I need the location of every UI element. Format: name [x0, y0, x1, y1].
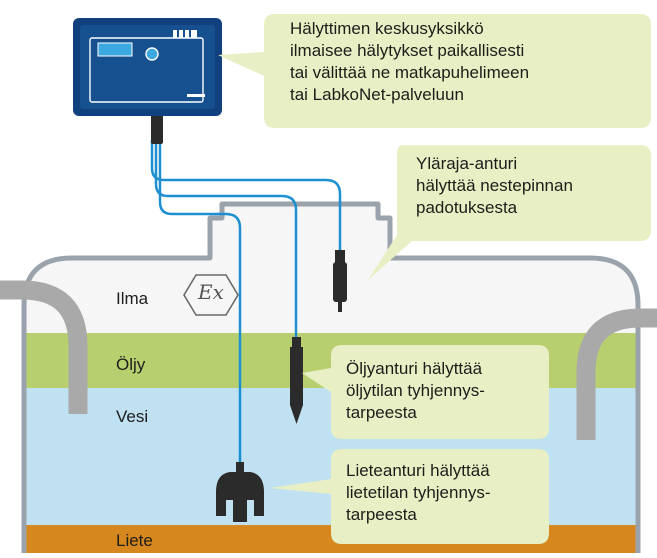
- outlet-pipe: [576, 308, 657, 440]
- inlet-pipe: [0, 280, 88, 414]
- callout-upper-limit: Yläraja-anturi hälyttää nestepinnan pado…: [416, 154, 573, 217]
- tank-outline: [21, 201, 641, 553]
- callout-bubble-sludge-sensor: [270, 449, 549, 544]
- cable-connector: [151, 114, 163, 144]
- callout-central-unit: Hälyttimen keskusyksikkö ilmaisee hälyty…: [290, 19, 530, 104]
- ex-hexagon-icon: [183, 274, 239, 316]
- oil-sensor: [290, 337, 303, 424]
- ex-marking: Ex: [198, 280, 224, 304]
- sensor-cables: [150, 140, 342, 466]
- water-zone-label: Vesi: [116, 407, 149, 426]
- callout-bubble-upper-limit: [368, 145, 651, 280]
- sludge-layer: [24, 525, 638, 553]
- callout-bubble-central-unit: [218, 14, 651, 128]
- callout-bubble-oil-sensor: [302, 345, 549, 439]
- air-zone-label: Ilma: [116, 289, 149, 308]
- callout-sludge-sensor: Lieteanturi hälyttää lietetilan tyhjenny…: [346, 461, 491, 524]
- sludge-sensor: [216, 462, 264, 522]
- callout-oil-sensor: Öljyanturi hälyttää öljytilan tyhjennys-…: [346, 359, 485, 422]
- alarm-unit-icon: [73, 18, 222, 116]
- oil-zone-label: Öljy: [116, 355, 146, 374]
- upper-limit-sensor: [333, 250, 347, 312]
- sludge-zone-label: Liete: [116, 531, 153, 550]
- water-layer: [24, 388, 638, 525]
